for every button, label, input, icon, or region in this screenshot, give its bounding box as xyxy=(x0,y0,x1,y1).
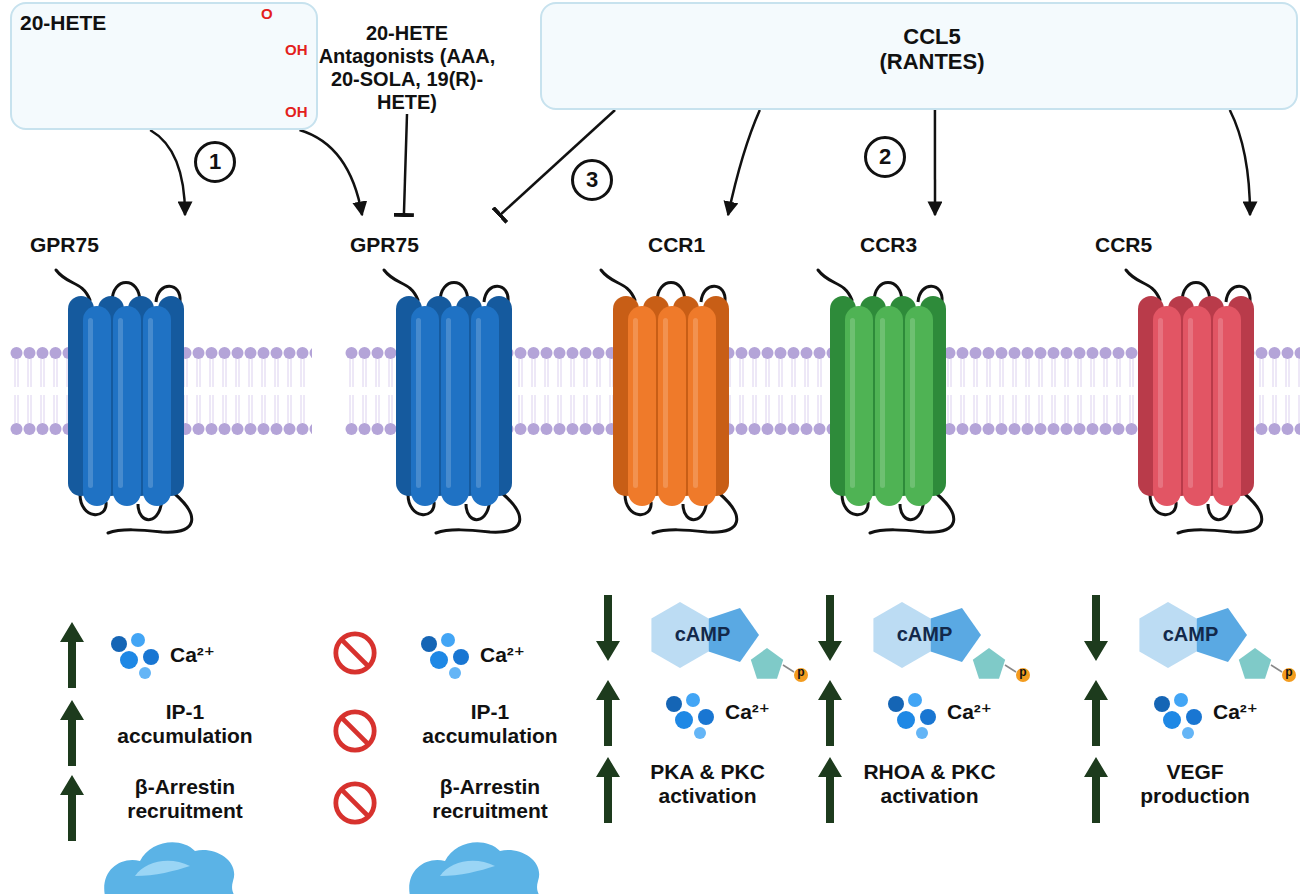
molecule-label: cAMP xyxy=(655,623,750,646)
step-number: 3 xyxy=(571,159,613,201)
ion-label: Ca²⁺ xyxy=(480,643,525,667)
ion-label: Ca²⁺ xyxy=(170,643,215,667)
arrestin-icon xyxy=(104,842,235,894)
node-label: 2 xyxy=(879,144,891,169)
ion-label: Ca²⁺ xyxy=(1213,700,1258,724)
ligand-box: CCL5 (RANTES) xyxy=(540,2,1298,110)
receptor-symbol xyxy=(1126,270,1262,533)
calcium-icon xyxy=(111,633,159,679)
node-label: 3 xyxy=(586,167,598,192)
atom-label: O xyxy=(261,5,273,22)
effect-label: IP-1 accumulation xyxy=(100,700,270,748)
node-label: CCR3 xyxy=(860,233,917,257)
increase-arrow xyxy=(60,622,84,688)
effect-label: IP-1 accumulation xyxy=(405,700,575,748)
increase-arrow xyxy=(1084,680,1108,746)
blocked-icon xyxy=(336,634,374,672)
calcium-icon xyxy=(888,693,936,739)
inhibition-line xyxy=(500,110,615,215)
receptor-symbol xyxy=(56,270,192,533)
camp-icon xyxy=(873,602,1030,682)
increase-arrow xyxy=(1084,757,1108,823)
increase-arrow xyxy=(60,700,84,766)
increase-arrow xyxy=(596,757,620,823)
phosphate-label: p xyxy=(795,666,807,680)
node-label: 20-HETE xyxy=(20,11,106,35)
inhibition-line xyxy=(404,114,407,215)
atom-label: OH xyxy=(285,103,308,120)
receptor: CCR3 xyxy=(812,215,962,535)
effect-label: β-Arrestin recruitment xyxy=(405,775,575,823)
receptor-symbol xyxy=(818,270,954,533)
effect-label: PKA & PKC activation xyxy=(615,760,800,808)
camp-icon xyxy=(651,602,808,682)
arrestin-icon xyxy=(409,842,540,894)
receptor: CCR1 xyxy=(595,215,745,535)
step-number: 1 xyxy=(194,141,236,183)
decrease-arrow xyxy=(596,595,620,661)
receptor: CCR5 xyxy=(1090,215,1275,535)
decrease-arrow xyxy=(1084,595,1108,661)
node-label: CCR5 xyxy=(1095,233,1152,257)
molecule-label: cAMP xyxy=(1143,623,1238,646)
effect-label: VEGF production xyxy=(1120,760,1270,808)
activation-arrow xyxy=(150,130,185,215)
receptor: GPR75 xyxy=(345,215,535,535)
blocked-icon xyxy=(336,712,374,750)
atom-label: OH xyxy=(285,41,308,58)
ion-label: Ca²⁺ xyxy=(947,700,992,724)
activation-arrow xyxy=(300,130,363,215)
blocked-icon xyxy=(336,784,374,822)
effect-label: RHOA & PKC activation xyxy=(837,760,1022,808)
phosphate-label: p xyxy=(1283,666,1295,680)
increase-arrow xyxy=(60,775,84,841)
phosphate-label: p xyxy=(1017,666,1029,680)
ion-label: Ca²⁺ xyxy=(725,700,770,724)
increase-arrow xyxy=(818,757,842,823)
calcium-icon xyxy=(666,693,714,739)
camp-icon xyxy=(1139,602,1296,682)
node-label: CCL5 (RANTES) xyxy=(862,24,1002,75)
increase-arrow xyxy=(596,680,620,746)
antagonist-note: 20-HETE Antagonists (AAA, 20-SOLA, 19(R)… xyxy=(318,22,496,114)
calcium-icon xyxy=(1154,693,1202,739)
decrease-arrow xyxy=(818,595,842,661)
node-label: 1 xyxy=(209,149,221,174)
node-label: GPR75 xyxy=(30,233,99,257)
receptor-symbol xyxy=(601,270,737,533)
activation-arrow xyxy=(934,110,937,215)
node-label: CCR1 xyxy=(648,233,705,257)
activation-arrow xyxy=(728,110,760,215)
receptor: GPR75 xyxy=(25,215,205,535)
activation-arrow xyxy=(1230,110,1250,215)
effect-label: β-Arrestin recruitment xyxy=(100,775,270,823)
calcium-icon xyxy=(421,633,469,679)
increase-arrow xyxy=(818,680,842,746)
step-number: 2 xyxy=(864,136,906,178)
node-label: GPR75 xyxy=(350,233,419,257)
molecule-label: cAMP xyxy=(877,623,972,646)
receptor-symbol xyxy=(384,270,520,533)
node-label: 20-HETE Antagonists (AAA, 20-SOLA, 19(R)… xyxy=(318,22,496,114)
